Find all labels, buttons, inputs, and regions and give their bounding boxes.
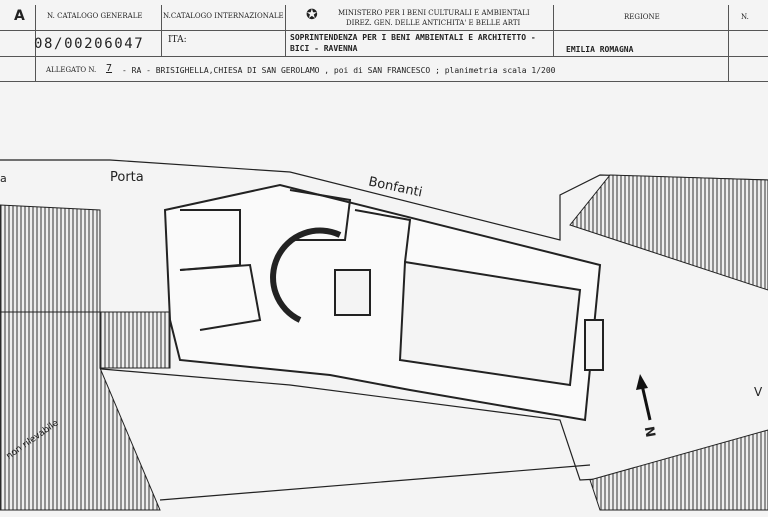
ministry-emblem-icon: ✪ [306,7,318,23]
allegato-number: 7 [106,63,113,74]
soprintendenza-line1: SOPRINTENDENZA PER I BENI AMBIENTALI E A… [290,33,536,42]
street-label-porta: Porta [110,170,144,185]
hatched-block-sw [0,311,161,511]
church-walls [163,183,604,422]
regione-label: REGIONE [624,13,660,21]
hatched-block-ne [569,174,768,291]
catalogo-generale-label: N. CATALOGO GENERALE [47,12,143,20]
north-arrow-head [636,374,648,390]
hatched-block-se [589,429,768,511]
hatched-block-left [0,204,101,313]
section-letter: A [14,8,25,24]
allegato-text: - RA - BRISIGHELLA,CHIESA DI SAN GEROLAM… [122,66,556,75]
north-arrow [640,384,652,421]
floor-plan [0,159,768,511]
allegato-label: ALLEGATO N. [46,66,97,74]
hatched-strip [99,311,171,369]
edge-label-left: a [0,172,7,185]
regione-value: EMILIA ROMAGNA [566,45,634,54]
catalog-card-header: A N. CATALOGO GENERALE N.CATALOGO INTERN… [0,0,768,84]
soprintendenza-line2: BICI - RAVENNA [290,44,358,53]
n-label: N. [741,13,749,21]
street-edge-lower [159,464,591,501]
edge-label-right: V [754,385,763,399]
catalogo-internazionale-label: N.CATALOGO INTERNAZIONALE [163,12,284,20]
street-edge-north [0,159,768,241]
catalogo-generale-value: 08/00206047 [34,36,145,52]
ministero-line2: DIREZ. GEN. DELLE ANTICHITA' E BELLE ART… [346,19,521,27]
ministero-line1: MINISTERO PER I BENI CULTURALI E AMBIENT… [338,9,530,17]
ita-label: ITA: [168,35,187,45]
